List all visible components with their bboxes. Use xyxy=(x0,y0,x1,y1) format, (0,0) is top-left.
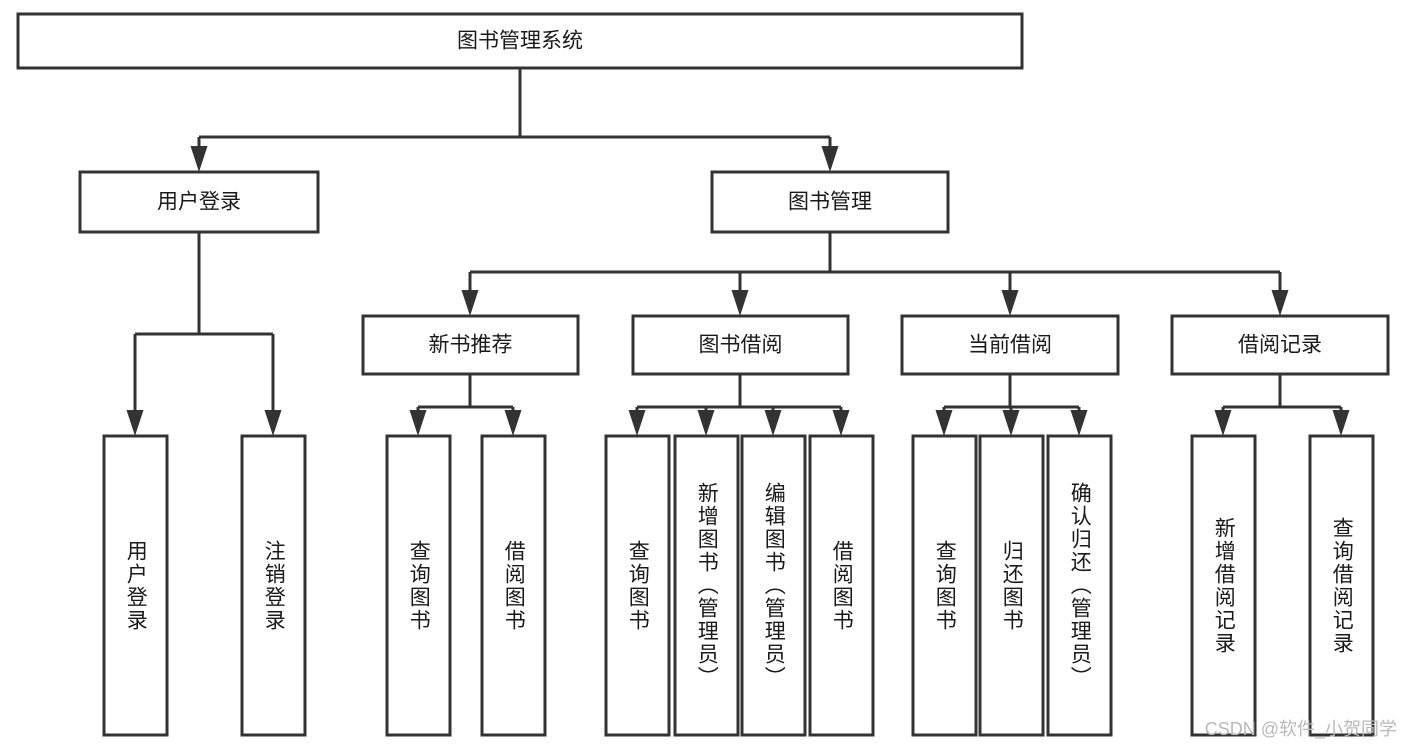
node-label-current-borrow: 当前借阅 xyxy=(968,334,1052,357)
connector-userlogin-to-leaves xyxy=(126,232,282,436)
arrow-head-icon xyxy=(764,410,782,436)
node-label-book-management: 图书管理 xyxy=(788,191,872,214)
node-box-leaf-query-book-recommend[interactable] xyxy=(385,434,452,737)
node-box-new-book-recommend[interactable] xyxy=(361,314,580,376)
arrow-head-icon xyxy=(731,290,749,316)
arrow-head-icon xyxy=(832,410,850,436)
arrow-head-icon xyxy=(409,410,427,436)
watermark-text: CSDN @软件_小贺同学 xyxy=(1204,719,1397,739)
arrow-head-icon xyxy=(264,410,282,436)
node-box-leaf-user-login[interactable] xyxy=(102,434,169,737)
arrow-head-icon xyxy=(1001,290,1019,316)
node-box-leaf-return-book[interactable] xyxy=(978,434,1045,737)
node-box-leaf-edit-book[interactable] xyxy=(740,434,807,737)
arrow-head-icon xyxy=(821,146,839,172)
arrow-head-icon xyxy=(628,410,646,436)
arrow-head-icon xyxy=(697,410,715,436)
arrow-head-icon xyxy=(1002,410,1020,436)
arrow-head-icon xyxy=(1214,410,1232,436)
node-box-leaf-confirm-return[interactable] xyxy=(1046,434,1113,737)
node-box-root[interactable] xyxy=(16,12,1024,70)
node-label-root: 图书管理系统 xyxy=(457,30,583,53)
node-box-leaf-add-book[interactable] xyxy=(673,434,740,737)
node-label-new-book-recommend: 新书推荐 xyxy=(429,334,513,357)
arrow-head-icon xyxy=(190,146,208,172)
arrow-head-icon xyxy=(461,290,479,316)
node-box-leaf-query-borrow-record[interactable] xyxy=(1308,434,1375,737)
node-label-book-borrow: 图书借阅 xyxy=(699,334,783,357)
node-box-leaf-query-book-current[interactable] xyxy=(911,434,978,737)
node-box-leaf-borrow-book[interactable] xyxy=(808,434,875,737)
arrow-head-icon xyxy=(126,410,144,436)
connector-bookmgmt-to-level3 xyxy=(461,232,1289,316)
node-box-leaf-add-borrow-record[interactable] xyxy=(1190,434,1257,737)
arrow-head-icon xyxy=(935,410,953,436)
connector-current-to-leaves xyxy=(935,374,1088,436)
connector-recommend-to-leaves xyxy=(409,374,522,436)
node-box-user-login[interactable] xyxy=(78,170,320,234)
node-box-leaf-logout[interactable] xyxy=(240,434,307,737)
connector-record-to-leaves xyxy=(1214,374,1350,436)
arrow-head-icon xyxy=(504,410,522,436)
node-box-leaf-borrow-book-recommend[interactable] xyxy=(480,434,547,737)
node-box-borrow-record[interactable] xyxy=(1170,314,1390,376)
arrow-head-icon xyxy=(1070,410,1088,436)
node-box-book-borrow[interactable] xyxy=(631,314,850,376)
connector-borrow-to-leaves xyxy=(628,374,850,436)
node-box-leaf-query-book-borrow[interactable] xyxy=(604,434,671,737)
node-label-borrow-record: 借阅记录 xyxy=(1238,334,1322,357)
connector-root-to-level2 xyxy=(190,68,839,172)
arrow-head-icon xyxy=(1332,410,1350,436)
node-box-current-borrow[interactable] xyxy=(900,314,1120,376)
node-label-user-login: 用户登录 xyxy=(157,191,241,214)
arrow-head-icon xyxy=(1271,290,1289,316)
node-box-book-management[interactable] xyxy=(710,170,950,234)
